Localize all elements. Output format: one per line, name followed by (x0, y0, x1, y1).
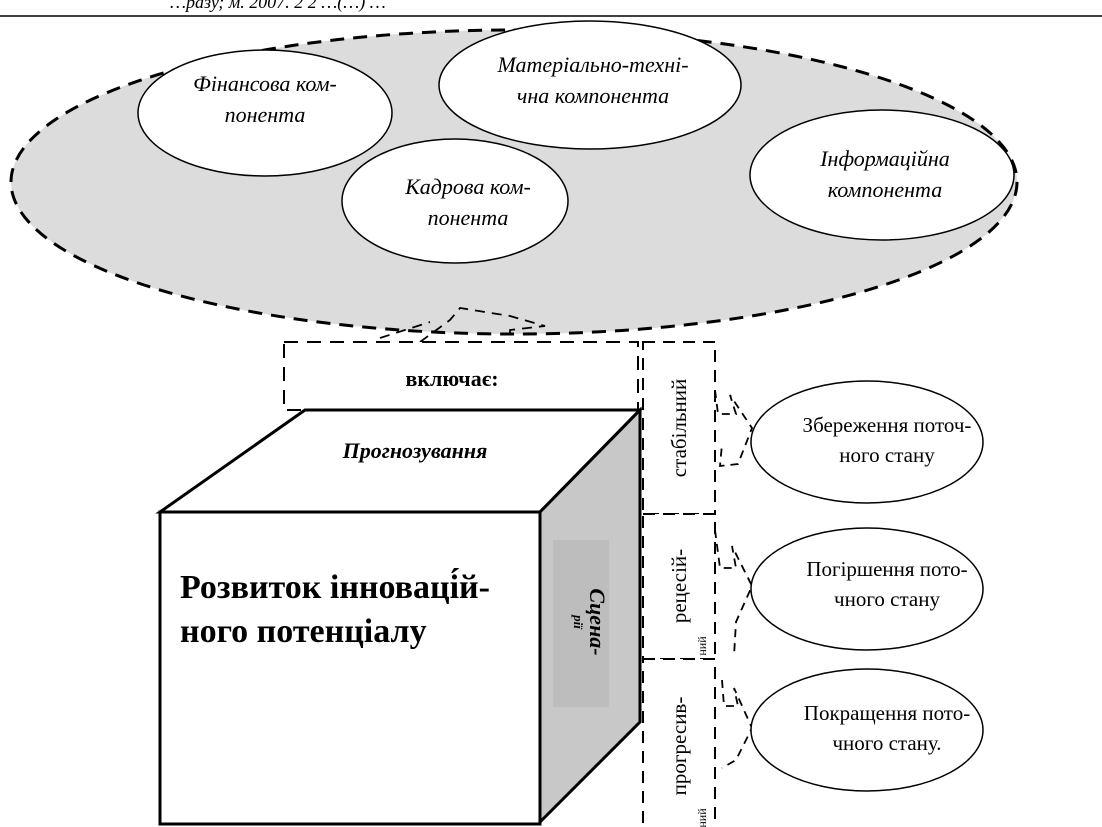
component-personnel-line-2: понента (428, 205, 509, 230)
component-material-line-2: чна компонента (517, 83, 669, 108)
arrow-progressive (721, 679, 753, 769)
arrow-stable (714, 389, 754, 468)
scenario-stable-label: стабільний (667, 379, 691, 477)
component-information-line-2: компонента (828, 177, 942, 202)
scenario-progressive-label: прогресив- (667, 697, 691, 796)
component-financial-line-1: Фінансова ком- (193, 71, 337, 96)
outcome-progressive: Покращення пото- чного стану. (750, 668, 984, 792)
cube-front-face (158, 510, 542, 826)
scenarios-label-box (553, 540, 609, 707)
outcome-stable-line-1: Збереження поточ- (803, 413, 972, 437)
scenario-progressive: прогресив- ний (642, 658, 716, 827)
scenarios-label-line-2: рії (571, 614, 586, 630)
component-information: Інформаційна компонента (749, 109, 1015, 241)
includes-label: включає: (405, 366, 498, 391)
scenarios-label-line-1: Сцена- (585, 588, 610, 655)
arrow-recession (714, 529, 753, 657)
component-personnel-line-1: Кадрова ком- (404, 174, 531, 199)
outcome-recession: Погіршення пото- чного стану (750, 527, 984, 651)
component-financial: Фінансова ком- понента (137, 49, 393, 177)
header-text: …разу; м. 2007. 2 2 …(…) … (170, 0, 386, 13)
cube-front-line-1: Розвиток інноваці́й- (180, 568, 490, 606)
scenario-recession-label-2: ний (695, 636, 709, 656)
component-material-line-1: Матеріально-техні- (496, 52, 688, 77)
scenario-recession: рецесій- ний (642, 513, 716, 660)
outcome-recession-line-1: Погіршення пото- (806, 557, 967, 581)
outcome-recession-line-2: чного стану (834, 587, 940, 611)
component-material: Матеріально-техні- чна компонента (438, 20, 742, 150)
component-information-line-1: Інформаційна (819, 146, 950, 171)
outcome-stable-line-2: ного стану (839, 443, 935, 467)
component-financial-line-2: понента (225, 102, 306, 127)
component-personnel: Кадрова ком- понента (341, 138, 569, 264)
cube-front-line-2: ного потенціалу (180, 613, 427, 650)
scenario-stable: стабільний (642, 341, 716, 515)
scenario-progressive-label-2: ний (695, 808, 709, 827)
outcome-progressive-line-1: Покращення пото- (804, 701, 970, 725)
outcome-progressive-line-2: чного стану. (832, 731, 941, 755)
outcome-stable: Збереження поточ- ного стану (750, 380, 984, 504)
includes-arrow (379, 307, 546, 343)
cube-top-label: Прогнозування (342, 438, 488, 463)
scenario-recession-label: рецесій- (667, 549, 691, 623)
includes-box (283, 341, 639, 411)
